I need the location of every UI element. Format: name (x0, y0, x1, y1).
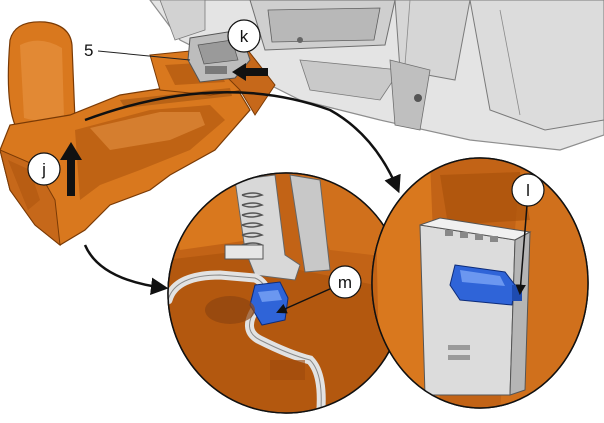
callout-l: l (511, 173, 545, 207)
dashboard-panel (149, 0, 604, 151)
callout-j: j (27, 152, 61, 186)
callout-j-label: j (41, 160, 46, 179)
pointer-arrow-to-detail-l (84, 90, 401, 194)
callout-m: m (328, 265, 362, 299)
callout-l-label: l (526, 181, 530, 200)
callout-m-label: m (338, 273, 352, 292)
callout-k-label: k (240, 27, 249, 46)
part-number-label: 5 (84, 41, 93, 60)
callout-k: k (227, 19, 261, 53)
lift-arrow-j (60, 142, 82, 196)
callout-m-leader (276, 287, 333, 314)
part-number-leader (97, 50, 191, 61)
callout-l-leader (515, 204, 528, 296)
removal-arrow-k (232, 63, 268, 81)
pointer-arrow-to-detail-m (83, 244, 169, 295)
detail-view-connector-l (371, 157, 589, 409)
